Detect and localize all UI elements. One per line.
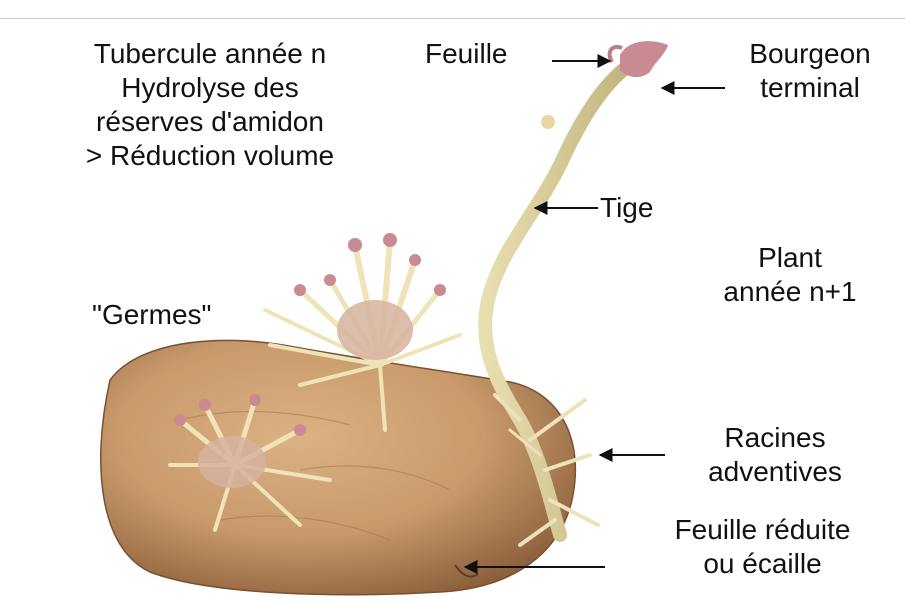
plant-line-1: Plant — [700, 241, 880, 275]
germes-label: "Germes" — [92, 298, 211, 332]
feuille-label: Feuille — [425, 37, 507, 71]
plant-label: Plant année n+1 — [700, 241, 880, 309]
racines-line-1: Racines — [675, 421, 875, 455]
bourgeon-label: Bourgeon terminal — [725, 37, 895, 105]
tuber-line-4: > Réduction volume — [35, 139, 385, 173]
feuille-reduite-line-1: Feuille réduite — [635, 513, 890, 547]
bourgeon-line-2: terminal — [725, 71, 895, 105]
tuber-line-3: réserves d'amidon — [35, 105, 385, 139]
tuber-line-1: Tubercule année n — [35, 37, 385, 71]
tige-label: Tige — [600, 191, 653, 225]
racines-line-2: adventives — [675, 455, 875, 489]
tuber-description: Tubercule année n Hydrolyse des réserves… — [35, 37, 385, 173]
terminal-bud — [620, 41, 668, 77]
racines-label: Racines adventives — [675, 421, 875, 489]
tuber-line-2: Hydrolyse des — [35, 71, 385, 105]
feuille-reduite-label: Feuille réduite ou écaille — [635, 513, 890, 581]
plant-line-2: année n+1 — [700, 275, 880, 309]
bourgeon-line-1: Bourgeon — [725, 37, 895, 71]
stem-node — [541, 115, 555, 129]
feuille-reduite-line-2: ou écaille — [635, 547, 890, 581]
